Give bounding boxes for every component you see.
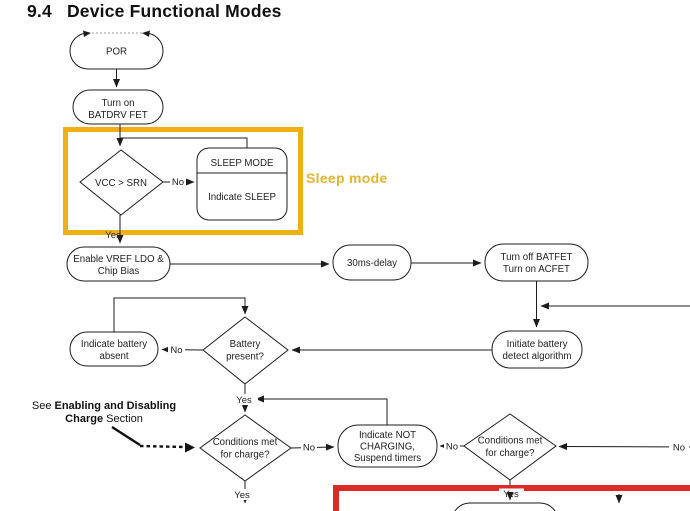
decision-battery-present: Battery present? [202, 316, 289, 385]
label-yes-condleft: Yes [234, 490, 250, 501]
connector-sleep-loop [120, 137, 248, 148]
svg-text:CHARGING,: CHARGING, [360, 442, 415, 453]
svg-text:30ms-delay: 30ms-delay [347, 258, 397, 269]
label-no-condright: No [446, 442, 458, 453]
svg-text:BATDRV FET: BATDRV FET [88, 110, 147, 121]
section-heading: 9.4 Device Functional Modes [27, 1, 282, 22]
label-no-vcc: No [172, 177, 184, 188]
sleep-mode-highlight-box [63, 127, 303, 235]
connector-notcharging-loop [255, 395, 388, 425]
branch-labels: No Yes No Yes No No No Yes [105, 176, 689, 501]
section-number: 9.4 [27, 1, 52, 21]
svg-text:Suspend timers: Suspend timers [354, 453, 421, 464]
svg-text:Enable VREF LDO &: Enable VREF LDO & [73, 254, 164, 265]
svg-text:Turn off BATFET: Turn off BATFET [501, 252, 573, 263]
svg-text:present?: present? [226, 352, 264, 363]
svg-text:Indicate SLEEP: Indicate SLEEP [208, 192, 276, 203]
bottom-clipped-flow: Yes [454, 488, 623, 511]
node-delay: 30ms-delay [332, 244, 412, 281]
see-note-bold2: Charge [65, 413, 104, 425]
svg-text:Chip Bias: Chip Bias [98, 266, 140, 277]
node-indicate-not-charging: Indicate NOT CHARGING, Suspend timers [337, 424, 438, 468]
por-return-arrow-right [142, 30, 150, 37]
node-enable-vref: Enable VREF LDO & Chip Bias [66, 246, 171, 282]
see-section-note: See Enabling and Disabling Charge Sectio… [18, 400, 190, 426]
por-return-arrow-left [83, 30, 91, 37]
svg-text:for charge?: for charge? [485, 448, 535, 459]
connector-absent-loop [113, 297, 249, 332]
node-turn-off-batfet: Turn off BATFET Turn on ACFET [484, 243, 589, 282]
svg-text:Indicate battery: Indicate battery [81, 339, 147, 350]
annotation-red-box [333, 485, 690, 511]
see-note-bold1: Enabling and Disabling [54, 400, 177, 412]
see-note-suffix: Section [103, 413, 143, 425]
svg-text:Turn on: Turn on [101, 98, 134, 109]
decision-vcc-srn: VCC > SRN [79, 149, 164, 216]
see-note-arrow [111, 425, 195, 453]
label-yes-condright: Yes [503, 489, 519, 500]
svg-text:Turn on ACFET: Turn on ACFET [503, 264, 570, 275]
por-label: POR [106, 47, 127, 58]
node-turn-on-batdrv: Turn on BATDRV FET [72, 89, 164, 125]
decision-conditions-right: Conditions met for charge? [463, 413, 557, 481]
svg-text:Conditions met: Conditions met [213, 437, 278, 448]
label-yes-battery: Yes [236, 395, 252, 406]
label-no-battery: No [170, 345, 182, 356]
connectors [113, 69, 690, 504]
label-yes-vcc: Yes [105, 230, 121, 241]
svg-text:Indicate NOT: Indicate NOT [359, 430, 416, 441]
svg-text:Initiate battery: Initiate battery [507, 339, 568, 350]
node-bottom-cut-oval [454, 502, 556, 511]
label-no-condleft: No [303, 443, 315, 454]
svg-text:Conditions met: Conditions met [478, 436, 543, 447]
connector-right-edge-no [558, 443, 690, 451]
decision-conditions-left: Conditions met for charge? [199, 414, 292, 482]
svg-text:SLEEP MODE: SLEEP MODE [211, 158, 274, 169]
svg-text:for charge?: for charge? [220, 450, 270, 461]
svg-text:detect algorithm: detect algorithm [503, 351, 572, 362]
see-note-prefix: See [31, 400, 55, 412]
section-title: Device Functional Modes [66, 1, 282, 21]
node-sleep-mode: SLEEP MODE Indicate SLEEP [196, 147, 288, 221]
node-indicate-absent: Indicate battery absent [69, 331, 159, 367]
svg-text:absent: absent [99, 351, 128, 362]
label-no-right-edge: No [673, 443, 685, 454]
node-por: POR [69, 30, 164, 70]
sleep-mode-annotation: Sleep mode [306, 170, 388, 186]
node-initiate-detect: Initiate battery detect algorithm [491, 330, 583, 369]
svg-text:VCC > SRN: VCC > SRN [95, 178, 147, 189]
svg-text:Battery: Battery [230, 339, 261, 350]
